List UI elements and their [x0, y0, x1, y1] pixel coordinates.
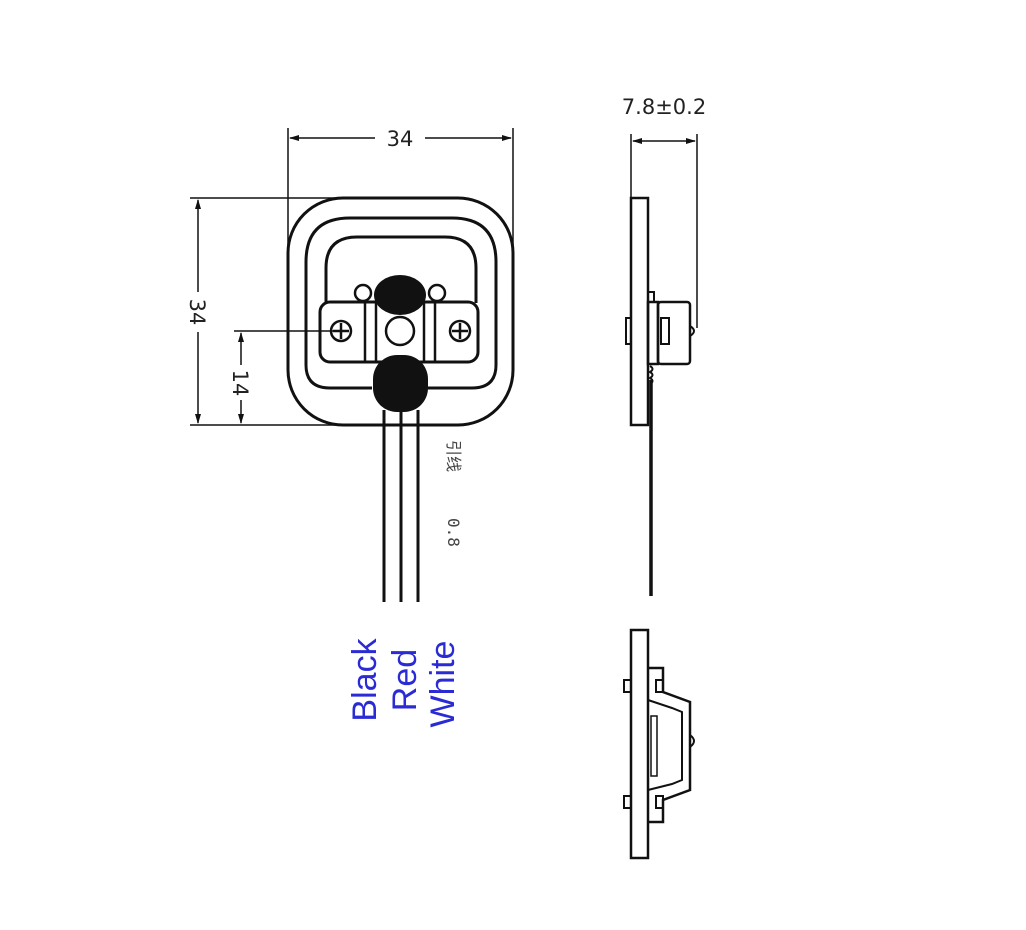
middle-frame	[304, 216, 498, 390]
bump-right	[427, 283, 447, 303]
center-offset-dimension: 14	[228, 330, 340, 424]
side-block	[656, 300, 692, 366]
lead-wires	[382, 410, 420, 602]
bottom-bracket	[648, 666, 692, 824]
mount-block	[318, 300, 480, 364]
screw-right-icon	[448, 319, 472, 343]
width-dimension: 34	[287, 127, 514, 250]
offset-dim-label: 14	[228, 370, 252, 397]
bottom-plate	[629, 628, 650, 860]
wire-label-black: Black	[346, 637, 384, 721]
center-hole	[384, 315, 416, 347]
height-dimension: 34	[185, 197, 345, 426]
screw-left-icon	[329, 319, 353, 343]
height-dim-label: 34	[185, 299, 209, 326]
bottom-view	[623, 628, 695, 860]
front-view: 34 34 14	[185, 127, 515, 728]
bump-left	[353, 283, 373, 303]
strain-gauge-bottom	[373, 355, 428, 412]
width-dim-label: 34	[387, 127, 414, 151]
wire-label-red: Red	[386, 649, 424, 711]
side-view: 7.8±0.2	[622, 95, 706, 596]
lead-size: 0.8	[444, 518, 463, 547]
lead-note: 引线	[444, 440, 463, 472]
inner-frame	[324, 235, 478, 303]
strain-gauge-top	[374, 275, 426, 315]
wire-label-white: White	[424, 641, 462, 728]
side-plate	[629, 196, 650, 427]
thickness-dim-label: 7.8±0.2	[622, 95, 706, 119]
